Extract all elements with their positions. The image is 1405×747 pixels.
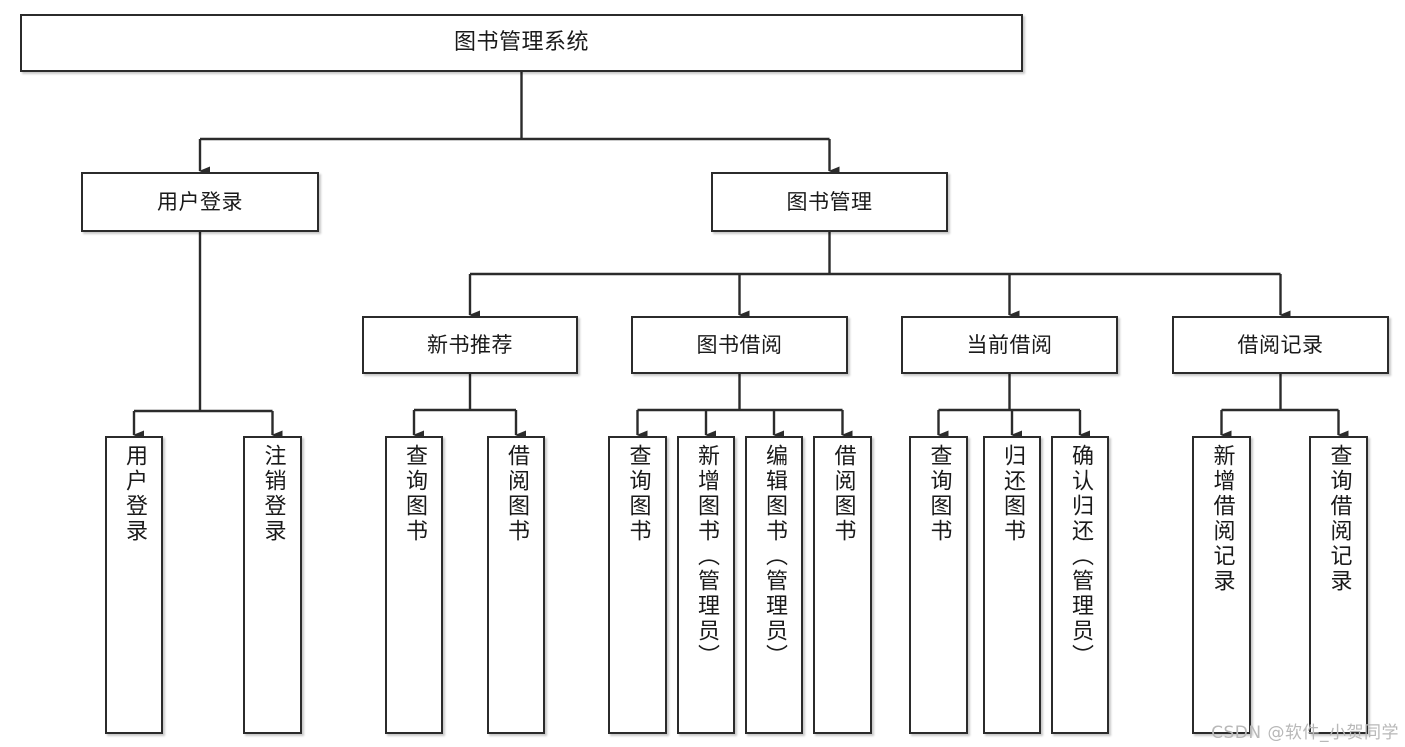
node-leaf-add-record: 新增借阅记录 (1192, 436, 1251, 734)
node-leaf-borrow-book: 借阅图书 (813, 436, 872, 734)
node-label: 图书借阅 (696, 332, 783, 357)
node-borrow-record: 借阅记录 (1172, 316, 1389, 374)
node-leaf-add-book: 新增图书（管理员） (677, 436, 735, 734)
node-book-borrow: 图书借阅 (631, 316, 848, 374)
node-label: 查询图书 (625, 444, 651, 544)
node-label: 归还图书 (1000, 444, 1025, 544)
node-user-login: 用户登录 (81, 172, 319, 232)
node-label: 注销登录 (260, 444, 286, 544)
node-label: 新书推荐 (427, 332, 513, 357)
node-label: 借阅图书 (830, 444, 856, 544)
node-leaf-confirm-return: 确认归还（管理员） (1051, 436, 1109, 734)
node-new-book-rec: 新书推荐 (362, 316, 578, 374)
node-book-mgmt: 图书管理 (711, 172, 948, 232)
node-leaf-query-book-borrow: 查询图书 (608, 436, 667, 734)
node-label: 图书管理 (786, 189, 873, 214)
node-leaf-logout: 注销登录 (243, 436, 302, 734)
node-label: 新增图书（管理员） (694, 444, 719, 669)
node-label: 查询借阅记录 (1326, 444, 1352, 594)
node-label: 查询图书 (926, 444, 952, 544)
node-leaf-edit-book: 编辑图书（管理员） (745, 436, 803, 734)
node-leaf-borrow-book-rec: 借阅图书 (487, 436, 545, 734)
node-root: 图书管理系统 (20, 14, 1023, 72)
node-leaf-query-record: 查询借阅记录 (1309, 436, 1368, 734)
node-leaf-query-book-current: 查询图书 (909, 436, 968, 734)
node-label: 用户登录 (157, 189, 243, 214)
watermark-text: CSDN @软件_小贺同学 (1211, 723, 1399, 743)
node-label: 编辑图书（管理员） (762, 444, 787, 669)
node-leaf-query-book-rec: 查询图书 (385, 436, 443, 734)
node-label: 用户登录 (122, 444, 147, 544)
node-label: 查询图书 (402, 444, 427, 544)
node-label: 新增借阅记录 (1209, 444, 1235, 594)
node-leaf-user-login: 用户登录 (105, 436, 163, 734)
node-label: 当前借阅 (966, 332, 1053, 357)
node-leaf-return-book: 归还图书 (983, 436, 1041, 734)
node-label: 借阅图书 (504, 444, 529, 544)
node-current-borrow: 当前借阅 (901, 316, 1118, 374)
node-label: 确认归还（管理员） (1068, 444, 1093, 669)
node-label: 借阅记录 (1237, 332, 1324, 357)
node-label: 图书管理系统 (453, 30, 589, 56)
